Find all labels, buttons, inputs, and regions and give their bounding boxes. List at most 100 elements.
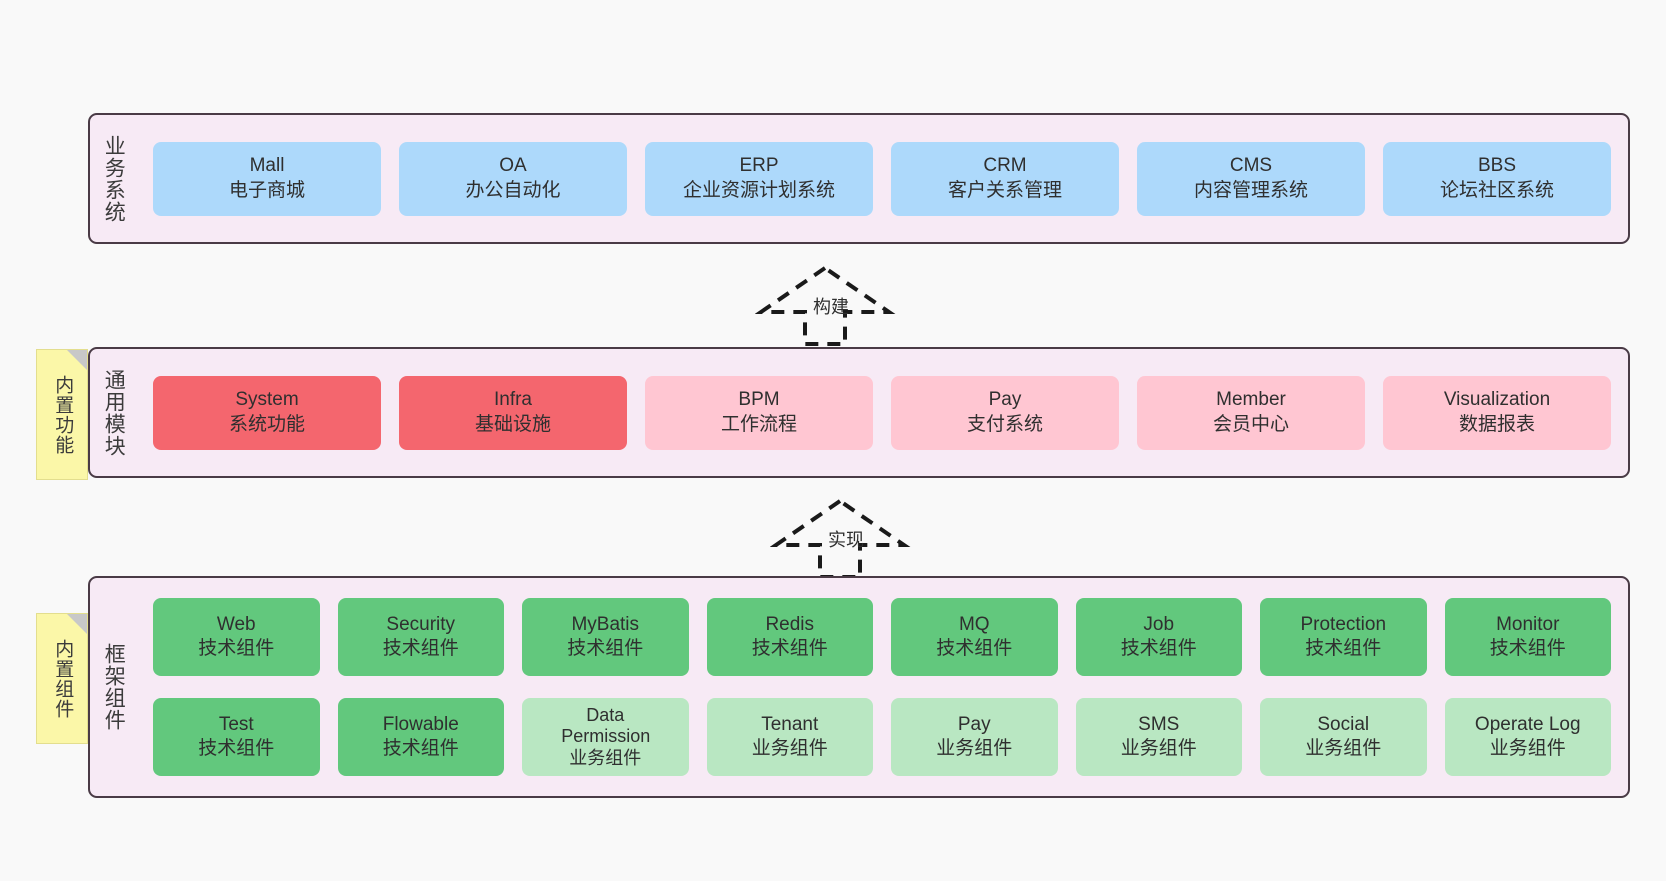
- layer-common-module: 通用模块 System 系统功能 Infra 基础设施 BPM 工作流程 Pay…: [88, 347, 1630, 478]
- card-data-permission[interactable]: Data Permission 业务组件: [522, 698, 689, 776]
- card-subtitle: 会员中心: [1212, 413, 1289, 435]
- card-title: Visualization: [1443, 389, 1551, 411]
- card-subtitle: 电子商城: [228, 179, 305, 201]
- card-cms[interactable]: CMS 内容管理系统: [1137, 141, 1365, 216]
- card-title: Pay: [988, 389, 1022, 411]
- card-operate-log[interactable]: Operate Log 业务组件: [1444, 698, 1611, 776]
- card-title: SMS: [1138, 713, 1180, 735]
- card-subtitle: 技术组件: [382, 738, 459, 759]
- card-social[interactable]: Social 业务组件: [1260, 698, 1427, 776]
- layer-business-system: 业务系统 Mall 电子商城 OA 办公自动化 ERP 企业资源计划系统 CRM…: [88, 113, 1630, 244]
- layer-body-framework-component: Web 技术组件 Security 技术组件 MyBatis 技术组件 Redi…: [136, 578, 1628, 796]
- card-subtitle: 数据报表: [1458, 413, 1535, 435]
- card-subtitle: 业务组件: [1489, 738, 1566, 759]
- card-subtitle: 办公自动化: [465, 179, 561, 201]
- layer-title-business-system: 业务系统: [102, 134, 126, 223]
- card-visualization[interactable]: Visualization 数据报表: [1383, 375, 1611, 450]
- card-subtitle: 技术组件: [567, 638, 644, 659]
- card-subtitle: 系统功能: [228, 413, 305, 435]
- card-subtitle: 论坛社区系统: [1439, 179, 1554, 201]
- card-bpm[interactable]: BPM 工作流程: [645, 375, 873, 450]
- card-crm[interactable]: CRM 客户关系管理: [891, 141, 1119, 216]
- layer-title-common-module: 通用模块: [102, 368, 126, 457]
- card-subtitle: 技术组件: [198, 638, 275, 659]
- card-title: MQ: [958, 613, 990, 635]
- card-title: Protection: [1300, 613, 1387, 635]
- card-job[interactable]: Job 技术组件: [1075, 598, 1242, 676]
- card-pay-module[interactable]: Pay 支付系统: [891, 375, 1119, 450]
- note-label: 内置功能: [52, 374, 74, 455]
- card-subtitle: 技术组件: [751, 638, 828, 659]
- card-row-tech: Web 技术组件 Security 技术组件 MyBatis 技术组件 Redi…: [144, 598, 1620, 676]
- card-subtitle: 业务组件: [1120, 738, 1197, 759]
- card-subtitle: 企业资源计划系统: [682, 179, 835, 201]
- card-web[interactable]: Web 技术组件: [153, 598, 320, 676]
- layer-framework-component: 框架组件 Web 技术组件 Security 技术组件 MyBatis 技术组件…: [88, 576, 1630, 798]
- card-monitor[interactable]: Monitor 技术组件: [1444, 598, 1611, 676]
- card-title: Pay: [957, 713, 991, 735]
- card-erp[interactable]: ERP 企业资源计划系统: [645, 141, 873, 216]
- card-sms[interactable]: SMS 业务组件: [1075, 698, 1242, 776]
- card-row: Mall 电子商城 OA 办公自动化 ERP 企业资源计划系统 CRM 客户关系…: [144, 141, 1620, 216]
- note-fold-corner: [67, 614, 87, 634]
- card-flowable[interactable]: Flowable 技术组件: [337, 698, 504, 776]
- card-subtitle: 技术组件: [936, 638, 1013, 659]
- card-subtitle: 业务组件: [936, 738, 1013, 759]
- card-title: Redis: [765, 613, 815, 635]
- card-protection[interactable]: Protection 技术组件: [1260, 598, 1427, 676]
- card-mq[interactable]: MQ 技术组件: [891, 598, 1058, 676]
- card-title: CMS: [1229, 155, 1273, 177]
- card-title: Flowable: [382, 713, 459, 735]
- card-title: OA: [499, 155, 527, 177]
- card-tenant[interactable]: Tenant 业务组件: [706, 698, 873, 776]
- card-subtitle: 业务组件: [1305, 738, 1382, 759]
- connector-implement-label: 实现: [828, 530, 864, 550]
- card-mall[interactable]: Mall 电子商城: [153, 141, 381, 216]
- card-subtitle: 支付系统: [966, 413, 1043, 435]
- card-title: System: [235, 389, 299, 411]
- card-subtitle: 客户关系管理: [947, 179, 1062, 201]
- card-mybatis[interactable]: MyBatis 技术组件: [522, 598, 689, 676]
- card-bbs[interactable]: BBS 论坛社区系统: [1383, 141, 1611, 216]
- card-title: Mall: [249, 155, 285, 177]
- layer-title-framework-component: 框架组件: [102, 643, 126, 731]
- card-pay-component[interactable]: Pay 业务组件: [891, 698, 1058, 776]
- card-system[interactable]: System 系统功能: [153, 375, 381, 450]
- card-member[interactable]: Member 会员中心: [1137, 375, 1365, 450]
- layer-body-common-module: System 系统功能 Infra 基础设施 BPM 工作流程 Pay 支付系统…: [136, 349, 1628, 476]
- card-oa[interactable]: OA 办公自动化: [399, 141, 627, 216]
- card-title: Social: [1317, 713, 1370, 735]
- card-title: BPM: [738, 389, 780, 411]
- card-subtitle: 内容管理系统: [1193, 179, 1308, 201]
- connector-build-label: 构建: [813, 297, 849, 317]
- layer-body-business-system: Mall 电子商城 OA 办公自动化 ERP 企业资源计划系统 CRM 客户关系…: [136, 115, 1628, 242]
- card-subtitle: 业务组件: [751, 738, 828, 759]
- card-subtitle: 技术组件: [1305, 638, 1382, 659]
- card-title: Member: [1216, 389, 1286, 411]
- card-subtitle: 工作流程: [720, 413, 797, 435]
- note-builtin-function: 内置功能: [36, 349, 88, 480]
- card-title: Job: [1143, 613, 1175, 635]
- card-title: Infra: [493, 389, 533, 411]
- card-title: CRM: [983, 155, 1027, 177]
- card-redis[interactable]: Redis 技术组件: [706, 598, 873, 676]
- card-infra[interactable]: Infra 基础设施: [399, 375, 627, 450]
- card-subtitle: 技术组件: [1489, 638, 1566, 659]
- note-label: 内置组件: [52, 638, 74, 719]
- card-subtitle: 技术组件: [1120, 638, 1197, 659]
- card-title: Web: [216, 613, 256, 635]
- card-title: Monitor: [1496, 613, 1560, 635]
- card-test[interactable]: Test 技术组件: [153, 698, 320, 776]
- note-fold-corner: [67, 350, 87, 370]
- card-subtitle: 技术组件: [382, 638, 459, 659]
- card-row: System 系统功能 Infra 基础设施 BPM 工作流程 Pay 支付系统…: [144, 375, 1620, 450]
- card-subtitle: 业务组件: [569, 747, 642, 768]
- card-title: Operate Log: [1474, 713, 1581, 735]
- card-title: Data Permission: [561, 704, 651, 747]
- card-title: Security: [386, 613, 456, 635]
- card-row-business: Test 技术组件 Flowable 技术组件 Data Permission …: [144, 698, 1620, 776]
- card-title: BBS: [1477, 155, 1517, 177]
- card-security[interactable]: Security 技术组件: [337, 598, 504, 676]
- note-builtin-component: 内置组件: [36, 613, 88, 744]
